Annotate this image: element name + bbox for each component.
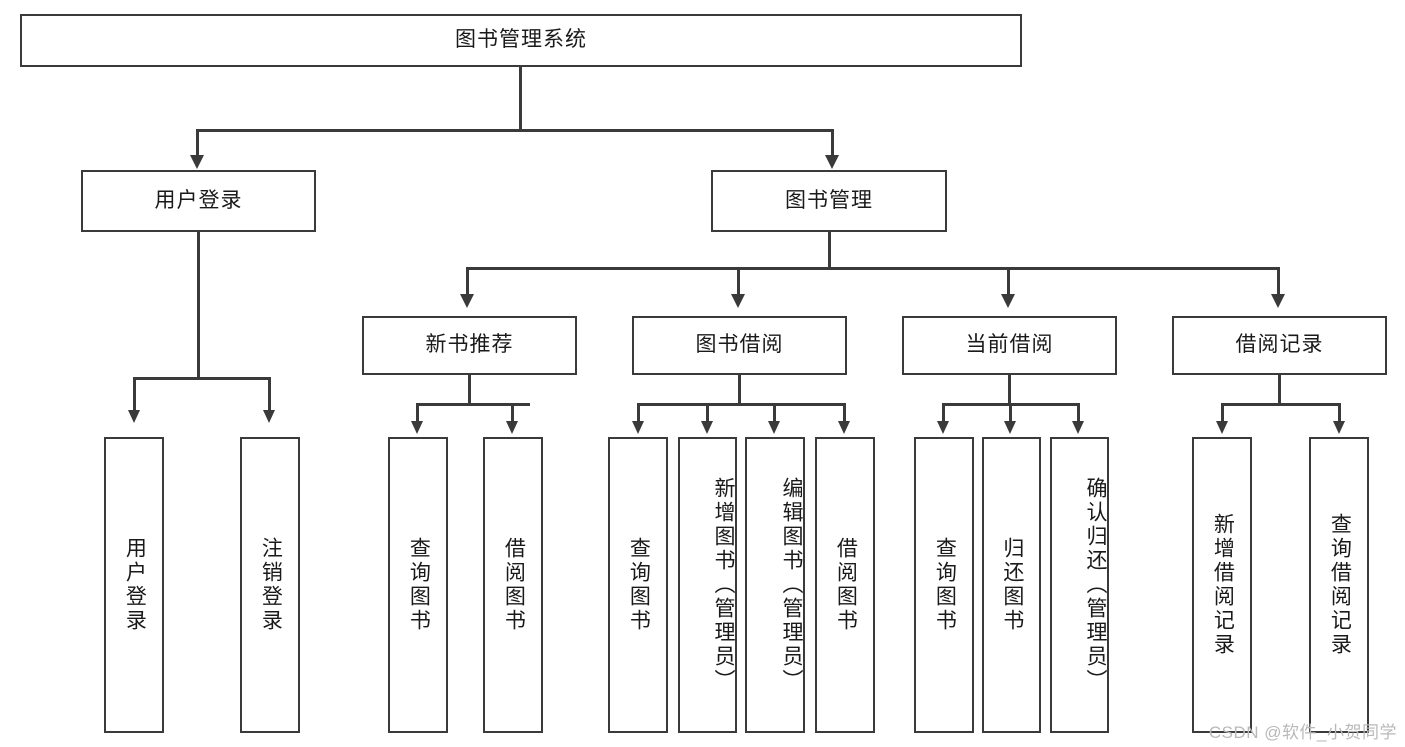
leaf-edit-book[interactable]: 编辑图书（管理员） (745, 437, 805, 733)
connector-new-book-bus (416, 403, 530, 406)
connector-book-borrow-leaf1-drop (637, 403, 640, 423)
connector-user-login-bus (133, 377, 270, 380)
arrow-down-icon (701, 421, 713, 434)
node-label: 新书推荐 (425, 333, 514, 357)
arrow-down-icon (411, 421, 423, 434)
connector-book-borrow-stem (738, 375, 741, 405)
node-label: 图书借阅 (695, 333, 784, 357)
node-label: 新增借阅记录 (1211, 513, 1235, 657)
connector-book-borrow-leaf3-drop (773, 403, 776, 423)
leaf-confirm-return[interactable]: 确认归还（管理员） (1050, 437, 1109, 733)
connector-current-borrow-leaf1-drop (942, 403, 945, 423)
connector-borrow-record-bus (1221, 403, 1340, 406)
node-user-login[interactable]: 用户登录 (81, 170, 316, 232)
leaf-return-book[interactable]: 归还图书 (982, 437, 1041, 733)
node-label: 借阅记录 (1235, 333, 1324, 357)
node-new-book-recommend[interactable]: 新书推荐 (362, 316, 577, 375)
connector-tier2-drop-book-manage (831, 129, 834, 157)
connector-tier3-drop-2 (737, 267, 740, 296)
leaf-query-book-current[interactable]: 查询图书 (914, 437, 974, 733)
connector-book-borrow-bus (637, 403, 845, 406)
leaf-user-login[interactable]: 用户登录 (104, 437, 164, 733)
leaf-query-book-borrow[interactable]: 查询图书 (608, 437, 668, 733)
connector-current-borrow-leaf3-drop (1077, 403, 1080, 423)
node-label: 查询图书 (933, 537, 957, 633)
arrow-down-icon (1072, 421, 1084, 434)
arrow-down-icon (1271, 294, 1285, 308)
connector-borrow-record-leaf2-drop (1338, 403, 1341, 423)
connector-tier3-drop-1 (466, 267, 469, 296)
arrow-down-icon (1001, 294, 1015, 308)
node-label: 确认归还（管理员） (1084, 477, 1107, 693)
connector-root-stem (519, 67, 522, 131)
arrow-down-icon (190, 155, 204, 169)
node-book-borrow[interactable]: 图书借阅 (632, 316, 847, 375)
connector-current-borrow-leaf2-drop (1009, 403, 1012, 423)
leaf-borrow-book-recommend[interactable]: 借阅图书 (483, 437, 543, 733)
node-label: 图书管理 (785, 188, 873, 212)
node-label: 借阅图书 (834, 537, 858, 633)
arrow-down-icon (838, 421, 850, 434)
connector-tier3-drop-3 (1007, 267, 1010, 296)
node-label: 查询图书 (407, 537, 431, 633)
node-root-book-management-system[interactable]: 图书管理系统 (20, 14, 1022, 67)
leaf-query-borrow-record[interactable]: 查询借阅记录 (1309, 437, 1369, 733)
connector-tier2-bus (196, 129, 833, 132)
connector-user-login-leaf1-drop (133, 377, 136, 412)
connector-borrow-record-leaf1-drop (1221, 403, 1224, 423)
node-label: 当前借阅 (965, 333, 1054, 357)
connector-new-book-leaf1-drop (416, 403, 419, 423)
node-label: 新增图书（管理员） (712, 477, 735, 693)
leaf-query-book-recommend[interactable]: 查询图书 (388, 437, 448, 733)
arrow-down-icon (632, 421, 644, 434)
connector-new-book-leaf2-drop (511, 403, 514, 423)
arrow-down-icon (1216, 421, 1228, 434)
node-label: 借阅图书 (502, 537, 526, 633)
connector-book-manage-stem (828, 232, 831, 269)
node-label: 注销登录 (259, 537, 283, 633)
node-label: 查询图书 (627, 537, 651, 633)
connector-borrow-record-stem (1278, 375, 1281, 405)
node-label: 用户登录 (123, 537, 147, 633)
node-book-management[interactable]: 图书管理 (711, 170, 947, 232)
node-label: 图书管理系统 (455, 28, 587, 52)
connector-user-login-stem (197, 232, 200, 379)
arrow-down-icon (937, 421, 949, 434)
node-borrow-record[interactable]: 借阅记录 (1172, 316, 1387, 375)
connector-tier2-drop-user-login (196, 129, 199, 157)
node-label: 编辑图书（管理员） (780, 477, 803, 693)
leaf-user-logout[interactable]: 注销登录 (240, 437, 300, 733)
connector-new-book-stem (468, 375, 471, 405)
watermark-text: CSDN @软件_小贺同学 (1208, 723, 1397, 742)
connector-tier3-drop-4 (1277, 267, 1280, 296)
arrow-down-icon (825, 155, 839, 169)
connector-current-borrow-stem (1008, 375, 1011, 405)
connector-tier3-bus (466, 267, 1280, 270)
node-label: 查询借阅记录 (1328, 513, 1352, 657)
arrow-down-icon (506, 421, 518, 434)
arrow-down-icon (1333, 421, 1345, 434)
connector-book-borrow-leaf2-drop (706, 403, 709, 423)
arrow-down-icon (1004, 421, 1016, 434)
leaf-borrow-book[interactable]: 借阅图书 (815, 437, 875, 733)
arrow-down-icon (128, 410, 140, 423)
node-current-borrow[interactable]: 当前借阅 (902, 316, 1117, 375)
node-label: 归还图书 (1000, 537, 1024, 633)
connector-user-login-leaf2-drop (268, 377, 271, 412)
arrow-down-icon (460, 294, 474, 308)
leaf-add-book[interactable]: 新增图书（管理员） (678, 437, 737, 733)
arrow-down-icon (263, 410, 275, 423)
connector-book-borrow-leaf4-drop (843, 403, 846, 423)
arrow-down-icon (768, 421, 780, 434)
node-label: 用户登录 (154, 188, 243, 212)
arrow-down-icon (731, 294, 745, 308)
leaf-add-borrow-record[interactable]: 新增借阅记录 (1192, 437, 1252, 733)
